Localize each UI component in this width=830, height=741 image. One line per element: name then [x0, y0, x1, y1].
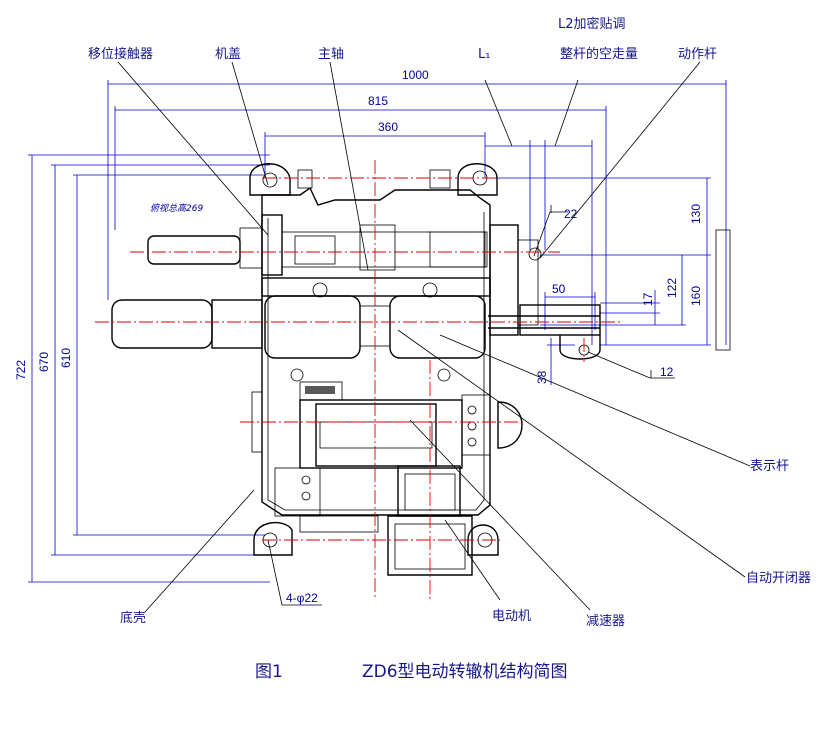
label-l2-line1: L2加密贴调: [558, 16, 626, 32]
label-housing: 底壳: [120, 610, 146, 626]
label-reducer: 减速器: [586, 614, 625, 629]
dim-22: 22: [564, 207, 578, 221]
label-indicator-rod: 表示杆: [750, 459, 789, 474]
dim-160: 160: [689, 286, 703, 306]
figure-title: ZD6型电动转辙机结构简图: [362, 662, 568, 682]
dim-610: 610: [59, 348, 73, 368]
label-shift-contactor: 移位接触器: [88, 46, 153, 62]
label-auto-switch: 自动开闭器: [746, 571, 811, 586]
dim-12: 12: [660, 365, 674, 379]
dim-722: 722: [14, 360, 28, 380]
dim-17: 17: [641, 292, 655, 306]
dim-130: 130: [689, 204, 703, 224]
dim-670: 670: [37, 352, 51, 372]
centerlines: [95, 160, 620, 600]
label-main-shaft: 主轴: [318, 47, 344, 62]
caption: 图1 ZD6型电动转辙机结构简图: [255, 662, 568, 682]
figure-number: 图1: [255, 662, 283, 682]
leader-lines: [117, 61, 751, 613]
label-cover: 机盖: [215, 47, 241, 62]
dim-815: 815: [368, 94, 388, 108]
label-action-rod: 动作杆: [678, 47, 717, 62]
label-motor: 电动机: [492, 609, 531, 624]
component-labels: 移位接触器 机盖 主轴 L₁ L2加密贴调 整杆的空走量 动作杆 表示杆 自动开…: [88, 16, 811, 629]
dim-50: 50: [552, 282, 566, 296]
label-side-note: 俯视总高269: [150, 203, 203, 214]
dim-122: 122: [665, 278, 679, 298]
dimension-values: 1000 815 360 722 670 610 130 122 160 50 …: [14, 68, 703, 384]
dim-1000: 1000: [402, 68, 429, 82]
dim-38: 38: [535, 370, 549, 384]
dimension-lines: [28, 79, 727, 606]
machine-body: [111, 163, 731, 576]
label-l2-line2: 整杆的空走量: [560, 46, 638, 62]
label-l1: L₁: [478, 47, 490, 62]
label-bolt-holes: 4-φ22: [286, 591, 318, 605]
dim-360: 360: [378, 120, 398, 134]
